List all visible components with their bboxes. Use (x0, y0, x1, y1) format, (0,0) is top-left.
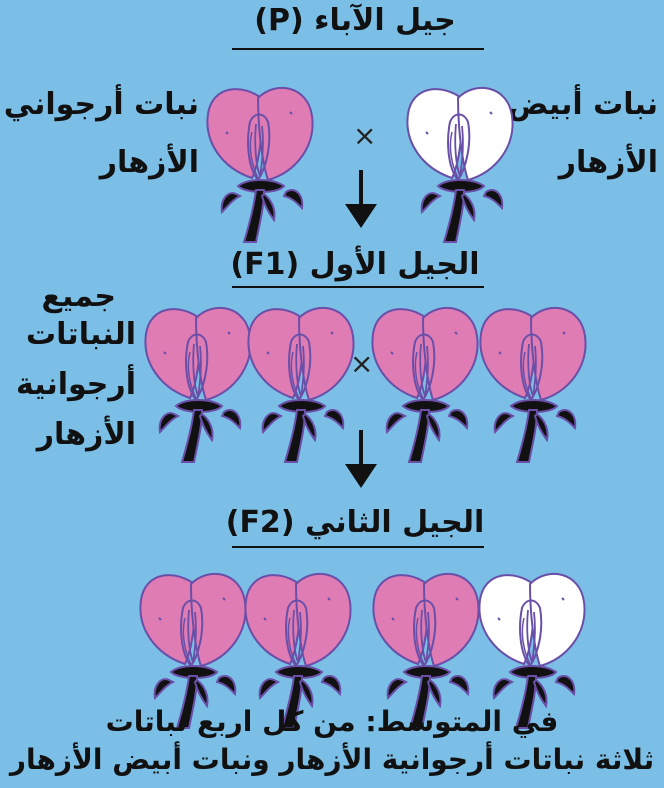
footer-line2: ثلاثة نباتات أرجوانية الأزهار ونبات أبيض… (0, 746, 664, 774)
f1-note-line1: جميع (42, 282, 116, 312)
f1-flower-4 (475, 302, 590, 467)
f1-note-line2: النباتات (26, 320, 136, 350)
parents-title-underline (232, 48, 484, 50)
parent-flower-purple (202, 82, 317, 247)
f2-generation-title: الجيل الثاني (F2) (220, 508, 490, 538)
f2-title-underline (232, 546, 484, 548)
purple-parent-label-line1: نبات أرجواني (4, 90, 199, 120)
f1-note-line3: أرجوانية (16, 370, 136, 400)
white-parent-label-line2: الأزهار (559, 148, 658, 178)
f1-flower-1 (140, 302, 255, 467)
purple-parent-label-line2: الأزهار (100, 148, 199, 178)
f1-title-underline (232, 286, 484, 288)
f1-flower-3 (367, 302, 482, 467)
down-arrow-1 (341, 170, 381, 230)
down-arrow-2 (341, 430, 381, 490)
parents-generation-title: جيل الآباء (P) (220, 6, 490, 36)
footer-line1: في المتوسط: من كل اربع نباتات (0, 708, 664, 736)
f1-generation-title: الجيل الأول (F1) (220, 250, 490, 280)
parent-flower-white (402, 82, 517, 247)
parents-cross-symbol: × (353, 122, 376, 150)
f1-note-line4: الأزهار (37, 420, 136, 450)
white-parent-label-line1: نبات أبيض (508, 90, 658, 120)
